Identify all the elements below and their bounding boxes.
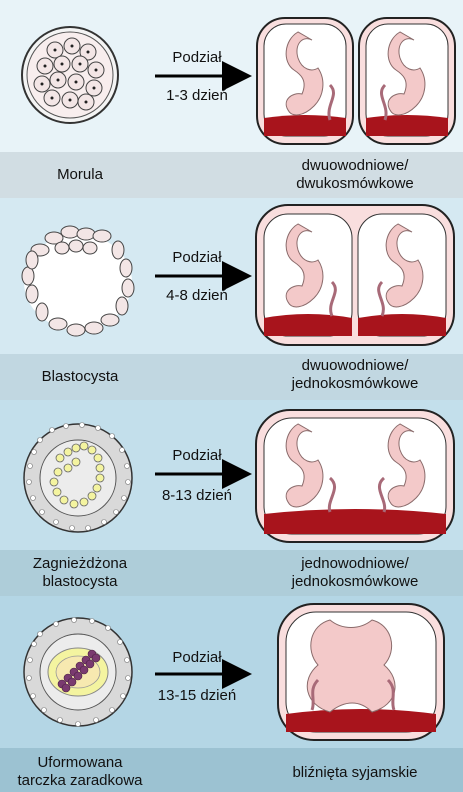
implanted-blastocyst-illustration [23,422,133,533]
result-2-line-2: jednokosmówkowe [291,375,419,392]
morula-illustration [21,26,119,124]
conjoined-twins-illustration [277,603,445,741]
twins-dichorionic-diamniotic [256,17,456,145]
stage-label-2: Blastocysta [41,368,119,385]
split-label-2: Podział [172,249,222,266]
split-label-1: Podział [172,49,222,66]
twins-monochorionic-diamniotic [255,204,455,346]
days-label-3: 8-13 dzień [161,487,233,504]
stage-3-line-2: blastocysta [42,573,118,590]
row-4-caption-band [0,748,463,792]
row-1-caption-band [0,152,463,198]
split-label-4: Podział [172,649,222,666]
result-2-line-1: dwuowodniowe/ [301,357,409,374]
embryonic-disc-illustration [23,617,133,727]
days-label-1: 1-3 dzień [166,87,228,104]
days-label-2: 4-8 dzień [166,287,228,304]
result-3-line-1: jednowodniowe/ [301,555,409,572]
days-label-4: 13-15 dzień [157,687,237,704]
split-label-3: Podział [172,447,222,464]
stage-label-1: Morula [57,166,103,183]
result-3-line-2: jednokosmówkowe [291,573,419,590]
stage-4-line-1: Uformowana [37,754,123,771]
result-1-line-2: dwukosmówkowe [296,175,414,192]
stage-3-line-1: Zagnieżdżona [32,555,128,572]
blastocyst-illustration [21,225,135,337]
twins-monochorionic-monoamniotic [255,409,455,543]
row-3-caption-band [0,550,463,596]
row-2-caption-band [0,354,463,400]
result-1-line-1: dwuowodniowe/ [301,157,409,174]
result-4-line-1: bliźnięta syjamskie [292,764,418,781]
stage-4-line-2: tarczka zaradkowa [17,772,143,789]
